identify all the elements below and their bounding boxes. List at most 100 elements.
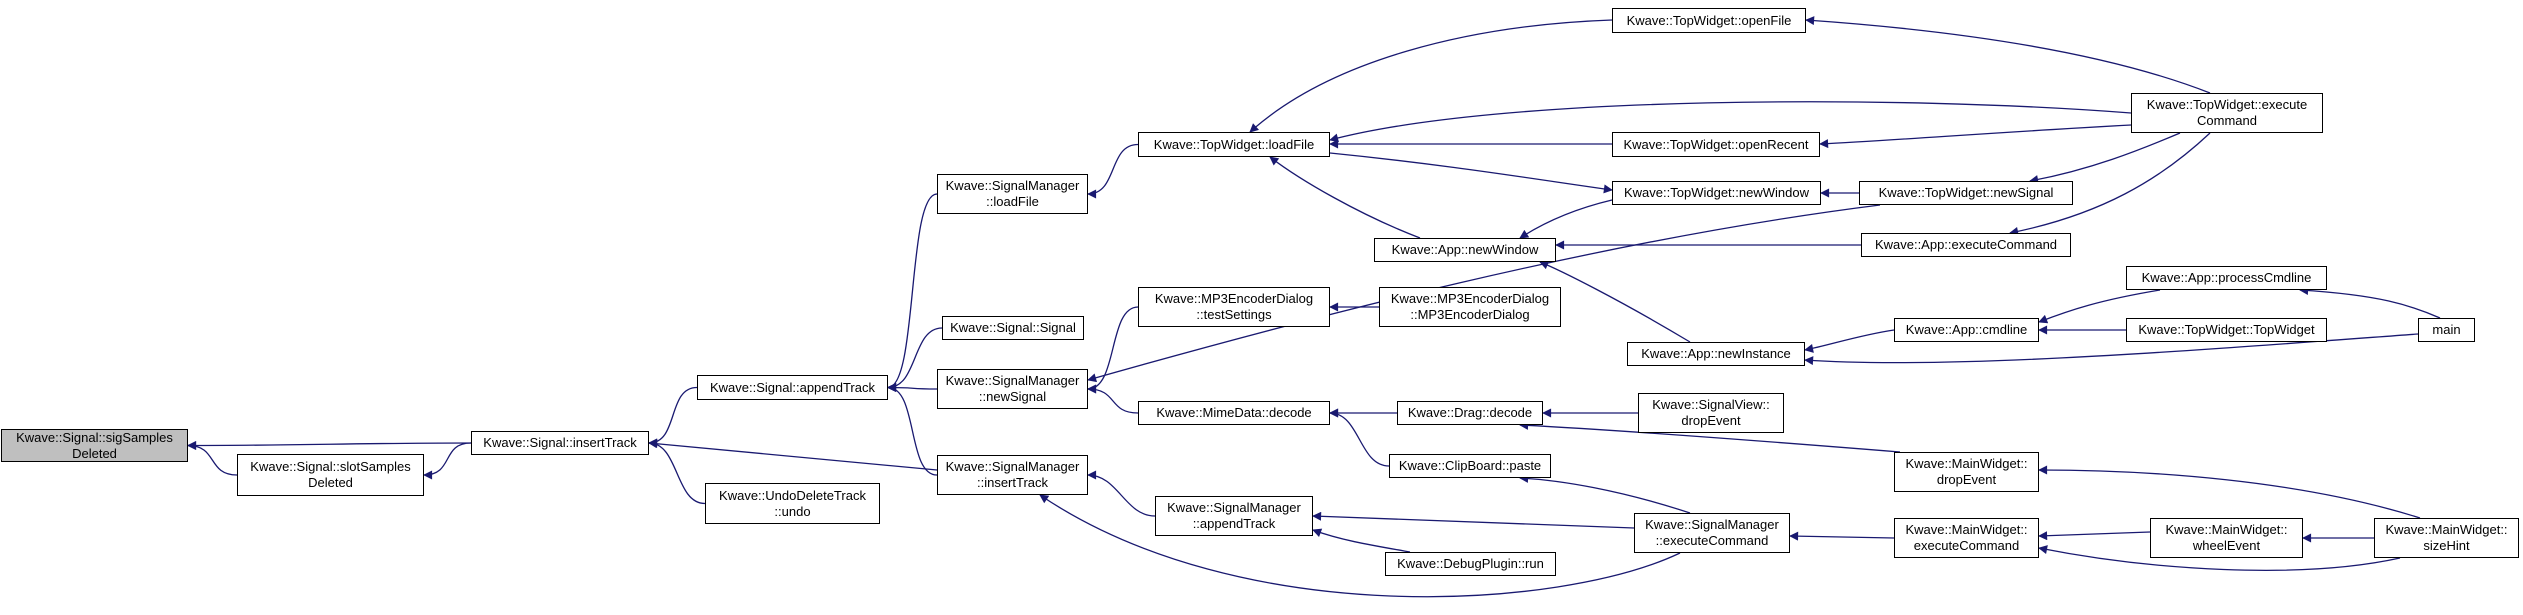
edge-mimeDecode-to-smNewSignal [1087, 384, 1139, 414]
node-mw-wheel-event[interactable]: Kwave::MainWidget::wheelEvent [2150, 518, 2303, 558]
edge-appNewInstance-to-appNewWindow [1539, 260, 1691, 343]
edge-smExecuteCommand-to-smInsertTrack [1039, 494, 1681, 598]
node-label-line: Kwave::MainWidget:: [2385, 522, 2508, 537]
edge-debugRun-to-smAppendTrack [1312, 528, 1411, 553]
node-insert-track[interactable]: Kwave::Signal::insertTrack [471, 431, 649, 455]
node-mw-execute-command[interactable]: Kwave::MainWidget::executeCommand [1894, 518, 2039, 558]
node-label-line: Kwave::Signal::Signal [950, 320, 1076, 335]
node-label-line: Kwave::MP3EncoderDialog [1390, 291, 1550, 306]
edge-smExecuteCommand-to-smAppendTrack [1312, 511, 1635, 529]
node-label-line: Kwave::SignalView:: [1652, 397, 1770, 412]
edge-twExecuteCommand-to-twLoadFile [1329, 101, 2132, 143]
node-app-process-cmdline[interactable]: Kwave::App::processCmdline [2126, 266, 2327, 290]
node-label-line: sizeHint [2423, 538, 2470, 553]
node-label-line: Kwave::Signal::insertTrack [483, 435, 637, 450]
node-tw-top-widget[interactable]: Kwave::TopWidget::TopWidget [2126, 318, 2327, 342]
node-app-cmdline[interactable]: Kwave::App::cmdline [1894, 318, 2039, 342]
node-label-line: Kwave::SignalManager [1167, 500, 1301, 515]
node-drag-decode[interactable]: Kwave::Drag::decode [1397, 401, 1543, 425]
node-label-line: Kwave::TopWidget::openRecent [1623, 136, 1809, 152]
edge-smExecuteCommand-to-clipPaste [1519, 473, 1691, 514]
node-label-line: Kwave::MainWidget:: [2165, 522, 2288, 537]
edge-clipPaste-to-mimeDecode [1329, 408, 1390, 467]
edge-twLoadFile-to-smLoadFile [1087, 143, 1139, 199]
node-label-line: Kwave::TopWidget::openFile [1626, 12, 1792, 28]
node-label-line: Kwave::Signal::slotSamples [250, 459, 411, 474]
node-label-line: ::testSettings [1196, 307, 1272, 322]
node-label-line: Kwave::MainWidget:: [1905, 456, 2028, 471]
node-label-line: Kwave::TopWidget::loadFile [1153, 136, 1315, 152]
node-tw-open-recent[interactable]: Kwave::TopWidget::openRecent [1612, 132, 1820, 157]
edge-smNewSignal-to-appendTrack [887, 383, 938, 393]
edge-twExecuteCommand-to-appExecuteCommand [2009, 132, 2211, 236]
node-label-line: Kwave::Drag::decode [1407, 405, 1533, 420]
edge-twExecuteCommand-to-twOpenFile [1805, 16, 2211, 94]
node-mw-drop-event[interactable]: Kwave::MainWidget::dropEvent [1894, 452, 2039, 492]
node-signal-signal[interactable]: Kwave::Signal::Signal [942, 316, 1084, 340]
node-app-new-window[interactable]: Kwave::App::newWindow [1374, 238, 1556, 262]
node-tw-open-file[interactable]: Kwave::TopWidget::openFile [1612, 8, 1806, 33]
edge-mwWheelEvent-to-mwExecuteCommand [2038, 531, 2151, 541]
edge-insertTrack-to-sigSamplesDeleted [187, 440, 472, 450]
node-sm-append-track[interactable]: Kwave::SignalManager::appendTrack [1155, 496, 1313, 536]
node-tw-new-window[interactable]: Kwave::TopWidget::newWindow [1612, 181, 1821, 205]
edge-appNewWindow-to-twLoadFile [1269, 156, 1421, 239]
node-label-line: Kwave::SignalManager [1645, 517, 1779, 532]
edge-twLoadFile-to-twNewWindow [1329, 152, 1613, 194]
node-mp3-dialog[interactable]: Kwave::MP3EncoderDialog::MP3EncoderDialo… [1379, 287, 1561, 327]
node-label-line: main [2432, 322, 2461, 337]
node-append-track[interactable]: Kwave::Signal::appendTrack [697, 375, 888, 400]
edge-mwSizeHint-to-mwDropEvent [2038, 465, 2421, 519]
node-label-line: Command [2197, 113, 2257, 128]
node-sv-drop-event[interactable]: Kwave::SignalView::dropEvent [1638, 393, 1784, 433]
node-sm-insert-track[interactable]: Kwave::SignalManager::insertTrack [937, 455, 1088, 495]
node-debug-run[interactable]: Kwave::DebugPlugin::run [1385, 552, 1556, 576]
node-label-line: executeCommand [1913, 538, 2020, 553]
edge-undoDeleteTrack-to-insertTrack [648, 438, 706, 505]
edge-twNewWindow-to-appNewWindow [1519, 199, 1613, 239]
node-label-line: ::executeCommand [1655, 533, 1769, 548]
node-label-line: ::MP3EncoderDialog [1410, 307, 1530, 322]
node-label-line: Kwave::TopWidget::newSignal [1878, 185, 2054, 200]
edge-twExecuteCommand-to-twNewSignal [2029, 132, 2181, 184]
edge-mwExecuteCommand-to-smExecuteCommand [1789, 531, 1895, 541]
node-label-line: ::appendTrack [1192, 516, 1276, 531]
node-main[interactable]: main [2418, 318, 2475, 342]
node-label-line: Kwave::MainWidget:: [1905, 522, 2028, 537]
node-app-execute-command[interactable]: Kwave::App::executeCommand [1861, 233, 2071, 257]
node-sm-new-signal[interactable]: Kwave::SignalManager::newSignal [937, 369, 1088, 409]
edge-smAppendTrack-to-smInsertTrack [1087, 470, 1156, 517]
node-undo-delete-track[interactable]: Kwave::UndoDeleteTrack::undo [705, 483, 880, 524]
node-tw-new-signal[interactable]: Kwave::TopWidget::newSignal [1859, 181, 2073, 205]
node-mime-decode[interactable]: Kwave::MimeData::decode [1138, 401, 1330, 425]
node-label-line: dropEvent [1681, 413, 1741, 428]
node-label-line: Kwave::ClipBoard::paste [1398, 458, 1542, 473]
node-label-line: Deleted [72, 445, 117, 461]
node-app-new-instance[interactable]: Kwave::App::newInstance [1627, 342, 1805, 366]
node-clip-paste[interactable]: Kwave::ClipBoard::paste [1389, 454, 1551, 478]
edge-appProcessCmdline-to-appCmdline [2038, 289, 2161, 324]
node-label-line: Kwave::UndoDeleteTrack [719, 487, 866, 503]
node-label-line: ::undo [774, 503, 811, 519]
node-sm-load-file[interactable]: Kwave::SignalManager::loadFile [937, 174, 1088, 214]
edge-smInsertTrack-to-insertTrack [648, 439, 938, 471]
edge-smInsertTrack-to-appendTrack [887, 383, 938, 476]
node-sm-execute-command[interactable]: Kwave::SignalManager::executeCommand [1634, 513, 1790, 553]
edge-twExecuteCommand-to-twOpenRecent [1819, 124, 2132, 149]
edge-main-to-appProcessCmdline [2299, 286, 2441, 319]
node-label-line: Kwave::TopWidget::execute [2146, 97, 2308, 112]
edge-slotSamplesDeleted-to-sigSamplesDeleted [187, 441, 238, 476]
edge-mp3TestSettings-to-smNewSignal [1087, 306, 1139, 394]
node-label-line: Kwave::TopWidget::newWindow [1624, 185, 1809, 200]
node-label-line: Kwave::MimeData::decode [1156, 405, 1312, 420]
node-mw-size-hint[interactable]: Kwave::MainWidget::sizeHint [2374, 518, 2519, 558]
edge-appCmdline-to-appNewInstance [1804, 329, 1895, 353]
node-label-line: Kwave::App::newWindow [1391, 242, 1539, 257]
edge-insertTrack-to-slotSamplesDeleted [423, 442, 472, 480]
node-mp3-test-settings[interactable]: Kwave::MP3EncoderDialog::testSettings [1138, 287, 1330, 327]
node-tw-load-file[interactable]: Kwave::TopWidget::loadFile [1138, 132, 1330, 157]
